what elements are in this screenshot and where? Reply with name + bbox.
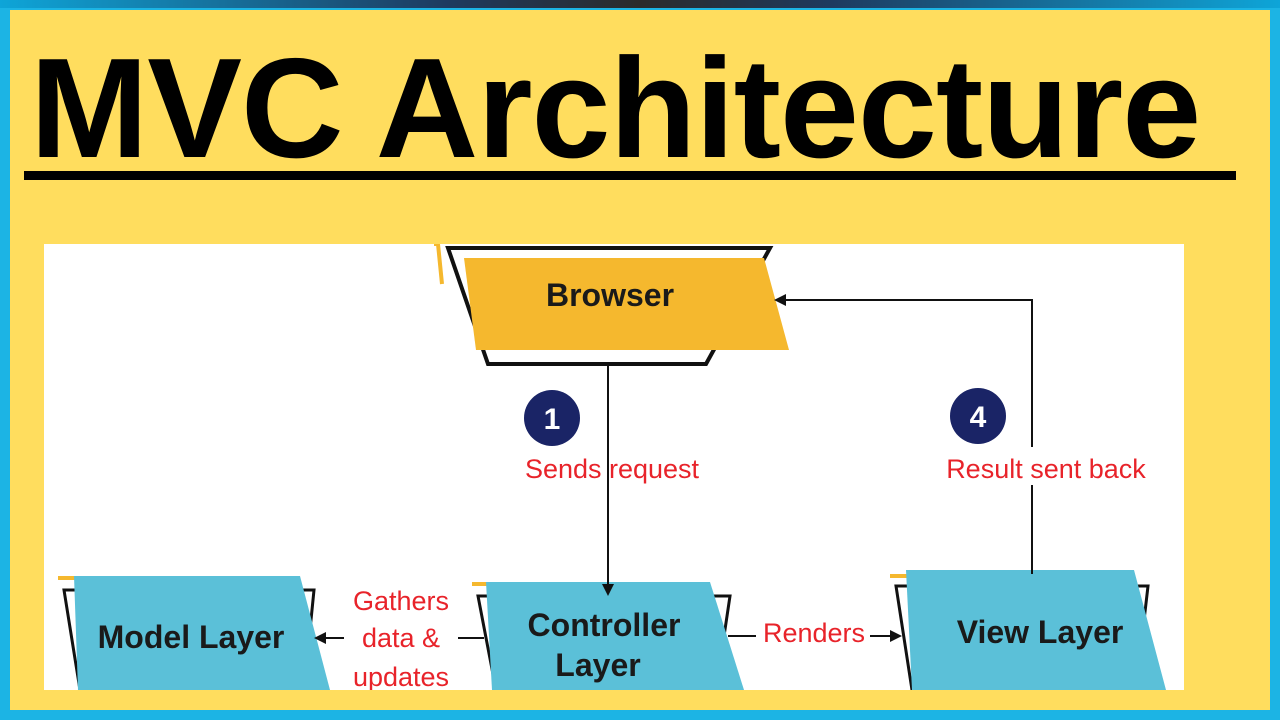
browser-corner-accent <box>434 244 444 285</box>
controller-label-line1: Controller <box>528 607 681 643</box>
sends-request-label: Sends request <box>525 454 700 484</box>
mvc-diagram: Browser Controller Layer Model Layer Vie… <box>44 244 1184 690</box>
step-1-number: 1 <box>544 403 561 436</box>
title-underline <box>24 171 1236 180</box>
browser-shape <box>464 258 789 350</box>
controller-node: Controller Layer <box>472 582 744 690</box>
top-accent-bar <box>0 0 1280 8</box>
controller-label-line2: Layer <box>555 647 640 683</box>
renders-edge: Renders <box>728 618 902 648</box>
model-shape <box>74 576 330 690</box>
result-sent-back-edge: 4 Result sent back <box>774 294 1160 574</box>
gathers-label-line3: updates <box>353 662 449 690</box>
controller-shape <box>486 582 744 690</box>
gathers-data-edge: Gathers data & updates <box>314 586 484 690</box>
step-1-badge <box>524 390 580 446</box>
model-node: Model Layer <box>58 576 330 690</box>
diagram-canvas: Browser Controller Layer Model Layer Vie… <box>58 244 1166 690</box>
view-node: View Layer <box>890 570 1166 690</box>
step-4-number: 4 <box>970 401 987 434</box>
renders-label: Renders <box>763 618 865 648</box>
model-label: Model Layer <box>98 619 285 655</box>
gathers-label-line2: data & <box>362 623 440 653</box>
view-label: View Layer <box>957 614 1124 650</box>
browser-label: Browser <box>546 277 674 313</box>
result-label-backing <box>932 447 1160 485</box>
view-shape <box>906 570 1166 690</box>
page-title: MVC Architecture <box>30 29 1201 188</box>
result-sent-back-label: Result sent back <box>946 454 1146 484</box>
gathers-label-line1: Gathers <box>353 586 449 616</box>
browser-node: Browser <box>434 244 789 366</box>
sends-request-edge: 1 Sends request <box>524 366 700 596</box>
step-4-badge <box>950 388 1006 444</box>
